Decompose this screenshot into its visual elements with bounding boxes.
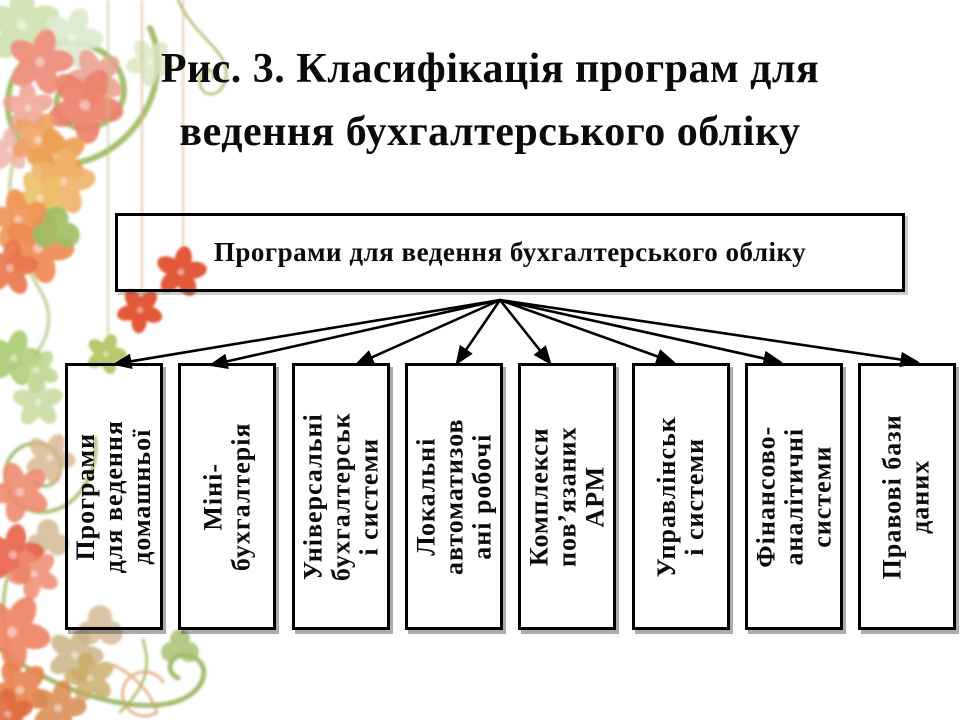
category-7-line-1: Фінансово- (751, 425, 781, 568)
vine-spiral-bottom (111, 663, 165, 718)
category-box-2: Міні- бухгалтерія (178, 363, 276, 630)
category-box-7: Фінансово- аналітичні системи (745, 363, 843, 630)
category-4-line-2: автоматизов (439, 418, 469, 575)
category-3-line-1: Універсальні (298, 413, 328, 580)
category-box-4: Локальні автоматизов ані робочі (405, 363, 503, 630)
category-2-line-2: бухгалтерія (226, 422, 256, 571)
root-box-label: Програми для ведення бухгалтерського обл… (213, 237, 807, 267)
category-box-3-label: Універсальні бухгалтерськ і системи (298, 412, 383, 581)
arrow-to-category-4 (455, 299, 502, 366)
arrow-to-category-8 (499, 298, 920, 368)
category-1-line-2: для ведення (99, 419, 129, 574)
category-box-8: Правові бази даних (858, 363, 956, 630)
category-box-5: Комплекси пов’язаних АРМ (518, 363, 616, 630)
category-1-line-3: домашньої (126, 428, 156, 565)
title-line-1: Рис. 3. Класифікація програм для (160, 46, 820, 92)
category-3-line-3: і системи (353, 437, 383, 556)
category-8-line-2: даних (906, 459, 935, 534)
category-box-5-label: Комплекси пов’язаних АРМ (524, 426, 609, 567)
category-box-8-label: Правові бази даних (878, 413, 935, 580)
category-box-2-label: Міні- бухгалтерія (198, 422, 256, 571)
slide-title: Рис. 3. Класифікація програм для ведення… (50, 38, 930, 164)
category-6-line-2: і системи (680, 437, 709, 556)
category-5-line-1: Комплекси (524, 427, 554, 566)
vine-stem-bottom-left (1, 573, 14, 720)
vine-stem-left (7, 138, 51, 362)
arrow-to-category-5 (498, 299, 552, 366)
arrow-to-category-2 (208, 298, 501, 369)
category-2-line-1: Міні- (198, 462, 228, 531)
arrow-to-category-7 (499, 298, 783, 367)
title-line-2: ведення бухгалтерського обліку (179, 109, 801, 155)
category-7-line-2: аналітичні (779, 427, 809, 566)
arrow-to-category-3 (354, 298, 501, 366)
category-3-line-2: бухгалтерськ (326, 412, 356, 581)
arrow-to-category-6 (499, 298, 676, 364)
vine-bottom (0, 645, 207, 708)
category-box-6: Управлінськ і системи (632, 363, 730, 630)
category-6-line-1: Управлінськ (652, 415, 682, 578)
category-box-7-label: Фінансово- аналітичні системи (751, 425, 836, 568)
category-5-line-2: пов’язаних (552, 426, 582, 567)
category-box-4-label: Локальні автоматизов ані робочі (411, 418, 496, 575)
arrow-to-category-1 (112, 298, 501, 369)
category-4-line-1: Локальні (411, 437, 441, 556)
category-box-1: Програми для ведення домашньої (65, 363, 163, 630)
category-5-line-3: АРМ (579, 465, 609, 528)
category-box-1-label: Програми для ведення домашньої (71, 419, 156, 574)
category-4-line-3: ані робочі (466, 433, 496, 560)
category-7-line-3: системи (806, 445, 836, 548)
category-1-line-1: Програми (71, 432, 101, 561)
vine-branch-bottom (118, 638, 149, 714)
category-box-6-label: Управлінськ і системи (652, 415, 709, 578)
root-box: Програми для ведення бухгалтерського обл… (115, 213, 905, 292)
category-8-line-1: Правові бази (878, 413, 908, 580)
category-box-3: Універсальні бухгалтерськ і системи (292, 363, 390, 630)
